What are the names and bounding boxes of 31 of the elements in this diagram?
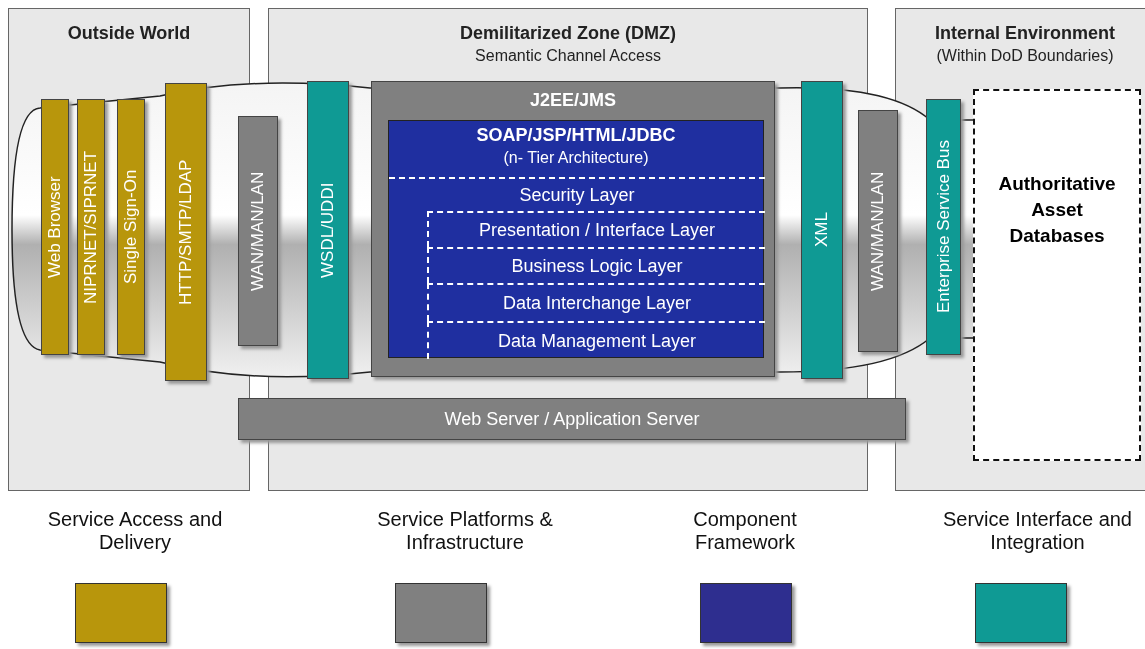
layer-band: Data Management Layer bbox=[427, 321, 765, 359]
layer-bar: Web Server / Application Server bbox=[238, 398, 906, 440]
panel-title: J2EE/JMS bbox=[528, 90, 617, 111]
layer-band: Security Layer bbox=[389, 177, 765, 211]
legend-label: Component Framework bbox=[692, 508, 798, 554]
zone-title: Internal Environment bbox=[934, 23, 1116, 44]
zone-subtitle: Semantic Channel Access bbox=[474, 47, 662, 65]
layer-bar: WAN/MAN/LAN bbox=[238, 116, 278, 346]
legend-label: Service Access and Delivery bbox=[46, 508, 224, 554]
zone-title: Outside World bbox=[66, 23, 192, 44]
layer-bar: Single Sign-On bbox=[117, 99, 145, 355]
database-box: Authoritative Asset Databases bbox=[973, 89, 1141, 461]
framework-panel bbox=[388, 120, 764, 358]
layer-band: Presentation / Interface Layer bbox=[427, 211, 765, 247]
layer-bar: HTTP/SMTP/LDAP bbox=[165, 83, 207, 381]
zone-title: Demilitarized Zone (DMZ) bbox=[459, 23, 677, 44]
layer-bar: NIPRNET/SIPRNET bbox=[77, 99, 105, 355]
panel-subtitle: (n- Tier Architecture) bbox=[502, 149, 650, 167]
zone-subtitle: (Within DoD Boundaries) bbox=[935, 47, 1115, 65]
layer-bar: WAN/MAN/LAN bbox=[858, 110, 898, 352]
zone-panel bbox=[895, 8, 1145, 491]
platform-panel bbox=[371, 81, 775, 377]
layer-bar: Web Browser bbox=[41, 99, 69, 355]
layer-bar: WSDL/UDDI bbox=[307, 81, 349, 379]
layer-band: Business Logic Layer bbox=[427, 247, 765, 283]
legend-label: Service Interface and Integration bbox=[942, 508, 1133, 554]
layer-band: Data Interchange Layer bbox=[427, 283, 765, 321]
legend-label: Service Platforms & Infrastructure bbox=[376, 508, 554, 554]
layer-bar: XML bbox=[801, 81, 843, 379]
layer-bar: Enterprise Service Bus bbox=[926, 99, 961, 355]
panel-title: SOAP/JSP/HTML/JDBC bbox=[475, 125, 677, 146]
